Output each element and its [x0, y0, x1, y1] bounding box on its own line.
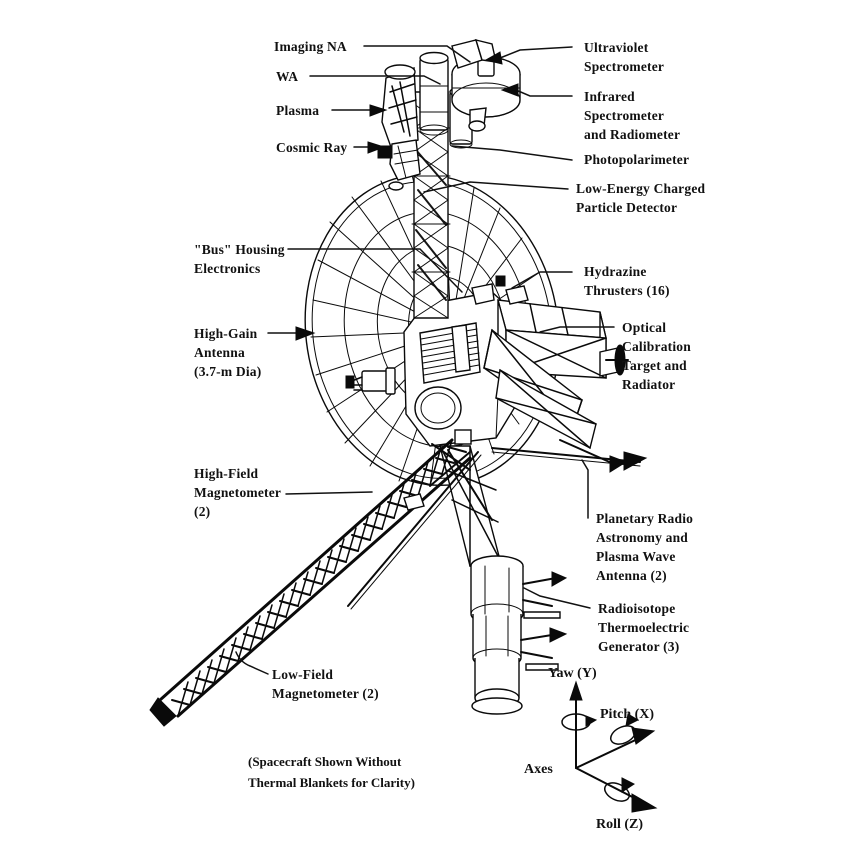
lower-truss-and-rtg	[429, 443, 568, 715]
label-pra-line1: Planetary Radio	[596, 511, 693, 526]
callout-low-energy-charged-particle-detector: Low-Energy Charged Particle Detector	[423, 181, 706, 215]
callout-infrared-spectrometer: Infrared Spectrometer and Radiometer	[500, 83, 680, 142]
label-pra-line4: Antenna (2)	[596, 568, 667, 583]
label-optical-cal-line4: Radiator	[622, 377, 675, 392]
label-pitch-axis: Pitch (X)	[600, 707, 654, 722]
callout-ultraviolet-spectrometer: Ultraviolet Spectrometer	[484, 40, 664, 74]
antenna-feed	[345, 367, 396, 395]
label-optical-cal-line2: Calibration	[622, 339, 691, 354]
label-roll-axis: Roll (Z)	[596, 817, 643, 832]
label-rtg-line2: Thermoelectric	[598, 620, 689, 635]
callout-planetary-radio-astronomy: Planetary Radio Astronomy and Plasma Wav…	[581, 459, 693, 583]
callout-low-field-magnetometer: Low-Field Magnetometer (2)	[235, 651, 379, 701]
caption-line-2: Thermal Blankets for Clarity)	[248, 775, 415, 790]
label-low-field-magnetometer-line1: Low-Field	[272, 667, 333, 682]
label-high-gain-antenna-line3: (3.7-m Dia)	[194, 364, 261, 379]
wide-angle-camera-and-plasma-housing	[381, 64, 419, 151]
label-hydrazine-thrusters-line1: Hydrazine	[584, 264, 647, 279]
label-high-gain-antenna-line2: Antenna	[194, 345, 245, 360]
label-ultraviolet-spectrometer-line1: Ultraviolet	[584, 40, 649, 55]
label-high-field-magnetometer-line3: (2)	[194, 504, 210, 519]
label-infrared-spectrometer-line2: Spectrometer	[584, 108, 664, 123]
callout-plasma: Plasma	[276, 103, 388, 118]
label-yaw-axis: Yaw (Y)	[548, 666, 597, 681]
callout-hydrazine-thrusters: Hydrazine Thrusters (16)	[511, 264, 670, 298]
label-wa: WA	[276, 69, 298, 84]
label-bus-housing-line1: "Bus" Housing	[194, 242, 285, 257]
callout-optical-calibration-target: Optical Calibration Target and Radiator	[539, 320, 691, 392]
label-hydrazine-thrusters-line2: Thrusters (16)	[584, 283, 670, 298]
callout-imaging-na: Imaging NA	[274, 39, 471, 63]
label-pra-line3: Plasma Wave	[596, 549, 676, 564]
callout-cosmic-ray: Cosmic Ray	[276, 140, 386, 155]
label-cosmic-ray: Cosmic Ray	[276, 140, 347, 155]
label-rtg-line3: Generator (3)	[598, 639, 679, 654]
label-high-field-magnetometer-line2: Magnetometer	[194, 485, 281, 500]
label-high-field-magnetometer-line1: High-Field	[194, 466, 259, 481]
callout-photopolarimeter: Photopolarimeter	[451, 145, 689, 167]
magnetometer-boom	[149, 438, 472, 727]
optical-calibration-target	[599, 344, 629, 377]
label-rtg-line1: Radioisotope	[598, 601, 675, 616]
label-photopolarimeter: Photopolarimeter	[584, 152, 689, 167]
label-lecp-line2: Particle Detector	[576, 200, 677, 215]
label-lecp-line1: Low-Energy Charged	[576, 181, 706, 196]
axes-legend: Yaw (Y) Pitch (X) Roll (Z) Axes	[524, 666, 658, 832]
label-plasma: Plasma	[276, 103, 319, 118]
label-axes-title: Axes	[524, 762, 553, 777]
photopolarimeter-drum	[451, 51, 521, 132]
label-ultraviolet-spectrometer-line2: Spectrometer	[584, 59, 664, 74]
radioisotope-thermoelectric-generators	[470, 555, 568, 715]
label-pra-line2: Astronomy and	[596, 530, 688, 545]
label-infrared-spectrometer-line1: Infrared	[584, 89, 635, 104]
label-optical-cal-line1: Optical	[622, 320, 666, 335]
callout-wa: WA	[276, 69, 441, 85]
callout-bus-housing: "Bus" Housing Electronics	[194, 242, 463, 293]
label-infrared-spectrometer-line3: and Radiometer	[584, 127, 680, 142]
figure-caption: (Spacecraft Shown Without Thermal Blanke…	[248, 754, 415, 790]
label-bus-housing-line2: Electronics	[194, 261, 260, 276]
bus-housing-electronics	[403, 291, 525, 447]
label-optical-cal-line3: Target and	[622, 358, 687, 373]
callout-radioisotope-thermoelectric-generator: Radioisotope Thermoelectric Generator (3…	[523, 587, 689, 654]
caption-line-1: (Spacecraft Shown Without	[248, 754, 402, 769]
imaging-narrow-angle-camera	[419, 51, 449, 136]
callout-high-field-magnetometer: High-Field Magnetometer (2)	[194, 466, 373, 519]
cosmic-ray-detector	[377, 139, 421, 191]
planetary-radio-astronomy-antennas	[347, 447, 648, 610]
high-field-magnetometer-sensor	[403, 493, 425, 511]
callout-high-gain-antenna: High-Gain Antenna (3.7-m Dia)	[194, 326, 316, 379]
label-low-field-magnetometer-line2: Magnetometer (2)	[272, 686, 379, 701]
bus-louver-panel	[419, 322, 481, 384]
label-high-gain-antenna-line1: High-Gain	[194, 326, 258, 341]
hydrazine-thruster-cluster	[471, 275, 529, 305]
science-boom-truss	[471, 275, 629, 473]
label-imaging-na: Imaging NA	[274, 39, 347, 54]
